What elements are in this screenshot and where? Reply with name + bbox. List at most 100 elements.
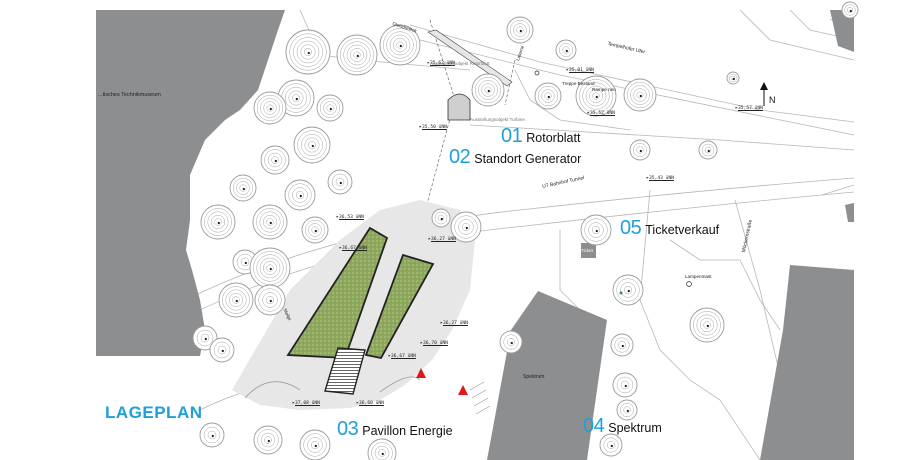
tree [260, 145, 290, 175]
pavilion-roof-east [364, 253, 435, 360]
generator-footprint [447, 93, 471, 121]
elevation-value: 36,67 üNN [391, 354, 416, 359]
tree [284, 179, 316, 211]
post-icon [686, 281, 692, 287]
spektrum-stairs [469, 381, 491, 415]
legend-label: Ticketverkauf [645, 223, 720, 237]
marker-red-west [416, 368, 426, 378]
legend-label: Pavillon Energie [362, 424, 453, 438]
elevation-value: 37,08 üNN [295, 401, 320, 406]
legend-number: 02 [449, 146, 471, 168]
ramp-label: Rampe neu [592, 87, 616, 92]
museum-building [96, 10, 285, 356]
alignment-lines [419, 19, 516, 231]
tree [623, 78, 657, 112]
elevation-marker: ▸35,43 üNN [646, 176, 674, 182]
legend-number: 04 [583, 415, 605, 437]
north-arrow-icon [760, 82, 768, 106]
corner-building-north [830, 10, 854, 52]
tree [575, 75, 617, 117]
tree [277, 79, 315, 117]
tree [229, 174, 257, 202]
elevation-arrow-icon: ▸ [646, 175, 650, 181]
elevation-value: 36,70 üNN [423, 341, 448, 346]
tree [192, 325, 218, 351]
tree [336, 34, 378, 76]
tree [252, 204, 288, 240]
elevation-value: 36,67 üNN [342, 246, 367, 251]
corner-building-east [845, 203, 854, 222]
elevation-marker: ▸35,50 üNN [419, 125, 447, 131]
tree [841, 1, 859, 19]
elevation-arrow-icon: ▸ [427, 60, 431, 66]
tree [327, 169, 353, 195]
elevation-value: 35,01 üNN [569, 68, 594, 73]
north-label: N [769, 95, 776, 105]
tree [209, 337, 235, 363]
rotor-blade [427, 29, 513, 87]
elevation-marker: ▸36,27 üNN [428, 237, 456, 243]
legend-label: Spektrum [608, 421, 662, 435]
elevation-arrow-icon: ▸ [428, 236, 432, 242]
elevation-marker: ▸36,70 üNN [420, 341, 448, 347]
elevation-arrow-icon: ▸ [292, 400, 296, 406]
tree [689, 307, 725, 343]
elevation-marker: ▸36,60 üNN [356, 401, 384, 407]
tree [599, 433, 623, 457]
tree [367, 438, 397, 460]
elevation-marker: ▸36,53 üNN [336, 215, 364, 221]
tree [218, 282, 254, 318]
elevation-arrow-icon: ▸ [587, 110, 591, 116]
elevation-marker: ▸37,08 üNN [292, 401, 320, 407]
elevation-marker: ▸35,52 üNN [587, 111, 615, 117]
tree [616, 399, 638, 421]
elevation-value: 35,62 üNN [430, 61, 455, 66]
elevation-arrow-icon: ▸ [388, 353, 392, 359]
tree [200, 204, 236, 240]
legend-number: 03 [337, 418, 359, 440]
tree [199, 422, 225, 448]
legend-number: 05 [620, 217, 642, 239]
tree [301, 216, 329, 244]
tree [610, 333, 634, 357]
elevation-marker: ▸35,01 üNN [566, 68, 594, 74]
tree [612, 274, 644, 306]
elevation-arrow-icon: ▸ [420, 340, 424, 346]
elevation-marker: ▸36,67 üNN [388, 354, 416, 360]
pavilion-stairs [324, 347, 366, 395]
tree [316, 94, 344, 122]
ticket-kiosk-label: Ticket [581, 248, 593, 253]
tree [555, 39, 577, 61]
elevation-value: 35,50 üNN [422, 125, 447, 130]
trees [192, 1, 859, 460]
elevation-marker: ▸35,57 üNN [735, 106, 763, 112]
tree [471, 73, 505, 107]
tree [293, 126, 331, 164]
elevation-value: 36,60 üNN [359, 401, 384, 406]
tree [534, 82, 562, 110]
elevation-arrow-icon: ▸ [419, 124, 423, 130]
tree [299, 429, 331, 460]
elevation-marker: ▸36,67 üNN [339, 246, 367, 252]
elevation-value: 36,27 üNN [431, 237, 456, 242]
turbine-note: Ausstellungsobjekt Turbine [470, 117, 525, 122]
tree [431, 208, 451, 228]
tree-marker [619, 291, 623, 295]
rotor-note: Ausstellungsobjekt Rotorblatt [430, 61, 490, 66]
legend-label: Standort Generator [474, 152, 582, 166]
marker-red-east [458, 385, 468, 395]
elevation-marker: ▸35,62 üNN [427, 61, 455, 67]
tree [629, 139, 651, 161]
tree [253, 91, 287, 125]
spektrum-building-label: Spektrum [523, 374, 545, 380]
ticket-kiosk [581, 243, 596, 258]
post-label: Lampenmast [685, 274, 712, 279]
tree [506, 16, 534, 44]
elevation-value: 35,43 üNN [649, 176, 674, 181]
elevation-arrow-icon: ▸ [336, 214, 340, 220]
